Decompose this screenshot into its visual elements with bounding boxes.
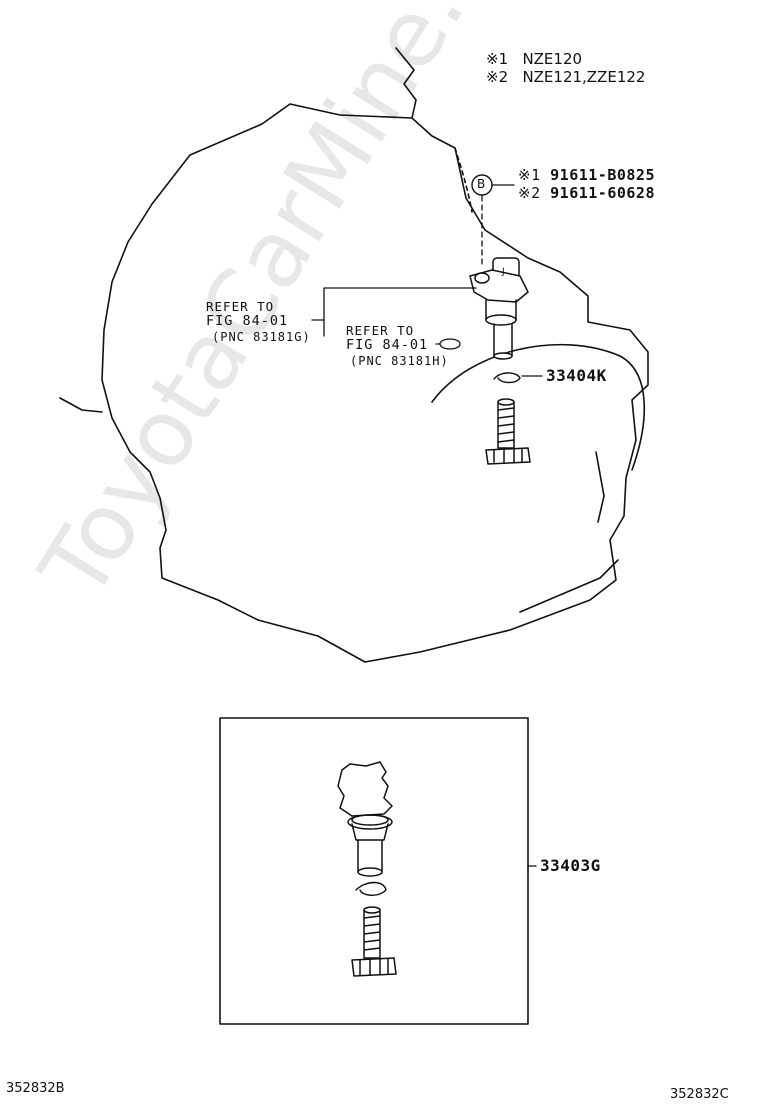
legend-row-1: ※1 NZE120 [486, 52, 582, 67]
housing-bottom-step [519, 559, 619, 613]
housing-top-edge [395, 47, 417, 119]
housing-left-edge [59, 397, 103, 413]
bolt-part-number-1[interactable]: 91611-B0825 [550, 166, 655, 184]
speed-sensor-upper: J [469, 257, 529, 360]
bolt-part-mark-1: ※1 [518, 166, 541, 184]
part-number-assembly[interactable]: 33403G [540, 856, 601, 875]
assembly-box [219, 717, 529, 1025]
housing-inner-curve [454, 147, 473, 213]
housing-inner-line [595, 451, 605, 523]
bolt-part-row-1: ※1 91611-B0825 [518, 168, 655, 183]
footer-code-left: 352832B [6, 1081, 65, 1096]
svg-text:J: J [501, 267, 505, 277]
transmission-housing-outline [101, 103, 649, 663]
legend-mark-1: ※1 [486, 50, 509, 68]
refer-lower-line1: REFER TO [346, 323, 415, 338]
part-number-clip[interactable]: 33404K [546, 366, 607, 385]
o-ring [439, 338, 461, 350]
bolt-part-row-2: ※2 91611-60628 [518, 186, 655, 201]
housing-lower-lobe [431, 343, 646, 471]
legend-mark-2: ※2 [486, 68, 509, 86]
refer-upper-line2[interactable]: FIG 84-01 [206, 313, 289, 329]
bolt-part-number-2[interactable]: 91611-60628 [550, 184, 655, 202]
legend-models-1: NZE120 [522, 50, 583, 68]
driven-gear-upper [485, 398, 531, 465]
refer-upper-line1: REFER TO [206, 299, 275, 314]
refer-lower-line2[interactable]: FIG 84-01 [346, 337, 429, 353]
assembly-gear [351, 906, 397, 977]
refer-lower-line3: (PNC 83181H) [350, 354, 449, 368]
legend-models-2: NZE121,ZZE122 [522, 68, 646, 86]
footer-code-right: 352832C [670, 1087, 729, 1102]
assembly-sensor [337, 761, 393, 877]
legend-row-2: ※2 NZE121,ZZE122 [486, 70, 645, 85]
bolt-callout-letter: B [477, 177, 486, 191]
bolt-part-mark-2: ※2 [518, 184, 541, 202]
assembly-clip [355, 881, 387, 896]
refer-upper-line3: (PNC 83181G) [212, 330, 311, 344]
clip-upper [493, 372, 521, 384]
